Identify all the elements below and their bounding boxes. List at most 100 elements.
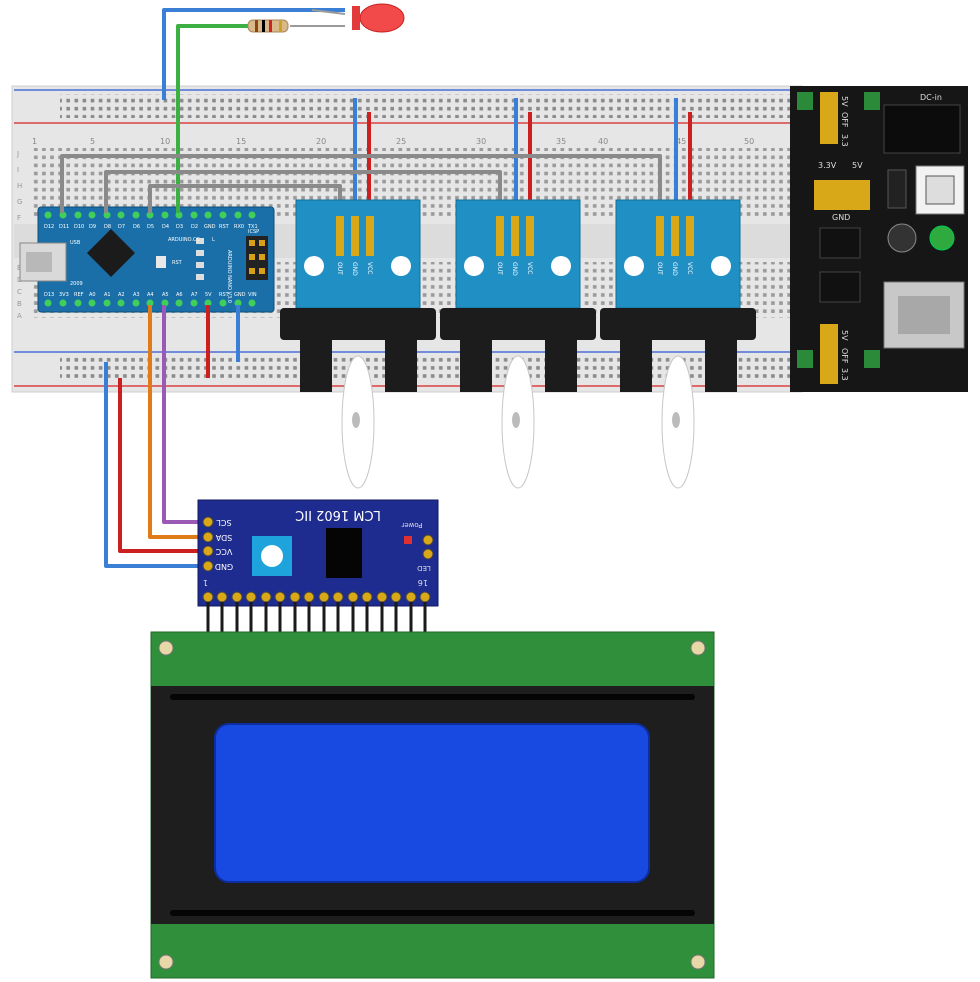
ir-sensor-1: OUT GND VCC (280, 199, 436, 489)
slot-arm (620, 336, 652, 392)
i2c-pin-vcc (202, 545, 214, 557)
row-letter: F (17, 214, 21, 222)
icsp-pin (259, 254, 265, 260)
pin-label: TX1 (247, 224, 258, 230)
pin-label: A4 (147, 292, 154, 298)
voltage-label: 5V (852, 161, 863, 170)
pin-label: D9 (89, 224, 96, 230)
mounting-hole (464, 256, 484, 276)
pin-label-sda: SDA (215, 533, 232, 542)
regulator-chip (819, 227, 861, 259)
led-icon (196, 274, 204, 280)
nano-top-pin-labels: D12 D11 D10 D9 D8 D7 D6 D5 D4 D3 D2 GND … (44, 224, 258, 230)
column-number: 50 (744, 137, 754, 146)
voltage-jumper-top (820, 92, 838, 144)
pin-label-vcc: VCC (526, 262, 533, 274)
dc-barrel-jack (883, 104, 961, 154)
icsp-pin (249, 254, 255, 260)
mounting-hole (158, 640, 174, 656)
icsp-pin (249, 268, 255, 274)
resistor-band (262, 20, 265, 32)
pin-label-vcc: VCC (366, 262, 373, 274)
row-letter: H (17, 182, 22, 190)
mounting-hole (624, 256, 644, 276)
bezel-groove (170, 694, 695, 700)
pin-label-scl: SCL (216, 518, 232, 527)
usb-label: USB (70, 240, 81, 246)
push-button-cap (925, 175, 955, 205)
top-rail-holes (60, 94, 790, 118)
pin-label: A3 (133, 292, 140, 298)
power-switch (887, 169, 907, 209)
switch-label-off: OFF (840, 348, 849, 364)
column-number: 25 (396, 137, 406, 146)
resistor-band (269, 20, 272, 32)
pin-label-gnd: GND (511, 262, 518, 276)
wire-blue-lcd-gnd (104, 362, 206, 568)
i2c-pin-labels: SCL SDA VCC GND (215, 518, 233, 571)
pin-label-gnd: GND (351, 262, 358, 276)
led-icon (196, 262, 204, 268)
model-label: ARDUINO NANO V3.0 (226, 250, 232, 303)
header-pin (336, 216, 344, 256)
pin-label: GND (234, 292, 246, 298)
power-label: Power (401, 521, 422, 529)
nano-top-pins (44, 211, 256, 219)
switch-label-5v: 5V (840, 330, 849, 341)
pin-label: VIN (248, 292, 257, 298)
gnd-label: GND (832, 213, 850, 222)
led-label: LED (417, 564, 431, 572)
row-letter: G (17, 198, 22, 206)
regulator-chip (819, 271, 861, 303)
brand-label: ARDUINO.CC (168, 237, 200, 243)
reset-button-icon (156, 256, 166, 268)
i2c-pin-sda (202, 531, 214, 543)
pin-label: RST (219, 224, 230, 230)
pin-label-out: OUT (656, 262, 663, 275)
led-base (352, 6, 360, 30)
encoder-disc-hub (512, 412, 520, 428)
row-letter: E (17, 264, 21, 272)
header-pin (351, 216, 359, 256)
wire-gray-sensor3-out (60, 154, 662, 218)
wire-green-led-signal (176, 24, 248, 213)
pin-label-out: OUT (496, 262, 503, 275)
column-number: 1 (32, 137, 37, 146)
switch-label-off: OFF (840, 112, 849, 128)
pin-pad (864, 350, 880, 368)
led-icon (196, 238, 204, 244)
column-number: 40 (598, 137, 608, 146)
pin-pad (864, 92, 880, 110)
mounting-hole (304, 256, 324, 276)
mounting-hole (711, 256, 731, 276)
pin-label: D6 (133, 224, 140, 230)
switch-label-3v3: 3.3 (840, 368, 849, 381)
pin-label: GND (204, 224, 216, 230)
pin-label: A7 (191, 292, 198, 298)
icsp-pin (249, 240, 255, 246)
icsp-label: ICSP (248, 229, 259, 235)
encoder-disc-hub (672, 412, 680, 428)
rst-label: RST (172, 260, 183, 266)
dc-in-label: DC-in (920, 93, 942, 102)
pin-label: A0 (89, 292, 96, 298)
mounting-hole (551, 256, 571, 276)
red-led-icon (359, 3, 405, 33)
column-number: 5 (90, 137, 95, 146)
capacitor-icon (887, 223, 917, 253)
pin-label: A6 (176, 292, 183, 298)
row-letter: A (17, 312, 22, 320)
wire-orange-lcd-sda (148, 305, 206, 539)
power-led-icon (929, 225, 955, 251)
power-supply-module: 5V OFF 3.3 DC-in 3.3V 5V GND 5V OFF 3.3 (790, 86, 968, 392)
slot-sensor-housing (440, 308, 596, 340)
resistor-band (255, 20, 258, 32)
mounting-hole (391, 256, 411, 276)
usb-port-icon (26, 252, 52, 272)
switch-label-5v: 5V (840, 96, 849, 107)
pin-label: A1 (104, 292, 111, 298)
pin-label: A2 (118, 292, 125, 298)
lcd-display-module (150, 631, 715, 979)
icsp-pin (259, 268, 265, 274)
voltage-jumper-bottom (820, 324, 838, 384)
